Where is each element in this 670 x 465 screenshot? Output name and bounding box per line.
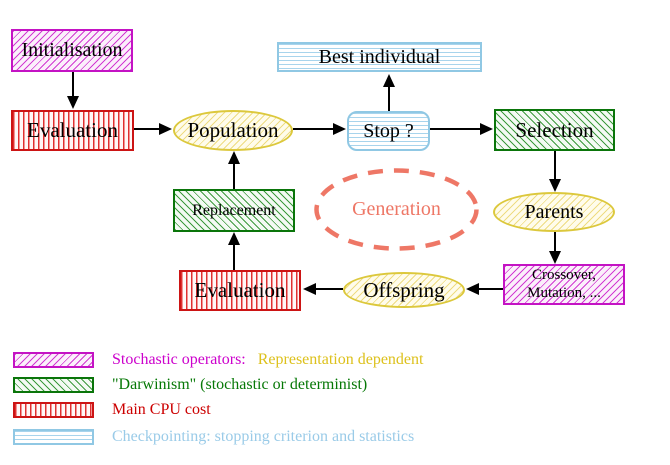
arrow-offspring-to-evaluation-head <box>303 283 316 295</box>
generation-dashed-ellipse <box>314 168 479 251</box>
arrow-selection-to-parents-line <box>554 151 556 180</box>
arrow-crossover-to-offspring-head <box>466 283 479 295</box>
node-crossover-line2: Mutation, ... <box>527 284 601 301</box>
node-crossover-mutation: Crossover, Mutation, ... <box>503 264 625 305</box>
arrow-replacement-to-population-line <box>233 163 235 189</box>
arrow-selection-to-parents-head <box>549 179 561 192</box>
node-population-label: Population <box>187 118 279 142</box>
arrow-stop-to-selection-line <box>430 128 482 130</box>
legend-swatch-magenta-hatch <box>13 352 94 368</box>
arrow-evaluation-to-replacement-head <box>228 232 240 245</box>
node-offspring: Offspring <box>343 272 465 308</box>
arrow-parents-to-crossover-line <box>554 232 556 252</box>
legend-label-cpu-cost: Main CPU cost <box>112 401 211 418</box>
node-evaluation-bottom: Evaluation <box>179 270 301 311</box>
node-evaluation-top-label: Evaluation <box>27 118 118 142</box>
arrow-offspring-to-evaluation-line <box>315 288 343 290</box>
node-generation-label: Generation <box>352 198 441 220</box>
arrow-evaluation-to-replacement-line <box>233 244 235 270</box>
node-best-individual-label: Best individual <box>318 45 441 68</box>
legend-row-cpu-cost: Main CPU cost <box>13 401 211 419</box>
arrow-replacement-to-population-head <box>228 151 240 164</box>
legend-label-representation: Representation dependent <box>257 351 424 368</box>
arrow-stop-to-best-line <box>388 86 390 111</box>
legend-row-stochastic: Stochastic operators: Representation dep… <box>13 351 423 369</box>
node-evaluation-bottom-label: Evaluation <box>194 278 286 302</box>
arrow-evaluation-to-population-line <box>134 128 161 130</box>
node-stop: Stop ? <box>347 111 430 151</box>
arrow-parents-to-crossover-head <box>549 251 561 264</box>
node-replacement: Replacement <box>173 189 295 232</box>
node-parents-label: Parents <box>524 200 584 223</box>
arrow-stop-to-best-head <box>383 74 395 87</box>
arrow-population-to-stop-head <box>333 123 346 135</box>
node-selection-label: Selection <box>515 117 594 142</box>
legend-label-checkpointing: Checkpointing: stopping criterion and st… <box>112 428 415 445</box>
legend-row-darwinism: "Darwinism" (stochastic or determinist) <box>13 376 367 394</box>
legend-label-stochastic: Stochastic operators: <box>112 351 246 368</box>
node-initialisation: Initialisation <box>11 29 133 72</box>
node-crossover-line1: Crossover, <box>532 267 596 284</box>
node-stop-label: Stop ? <box>363 119 414 142</box>
legend-row-checkpointing: Checkpointing: stopping criterion and st… <box>13 428 414 446</box>
node-replacement-label: Replacement <box>192 201 276 219</box>
node-offspring-label: Offspring <box>363 277 445 302</box>
arrow-stop-to-selection-head <box>480 123 493 135</box>
legend-label-darwinism: "Darwinism" (stochastic or determinist) <box>112 376 368 393</box>
arrow-init-to-evaluation-head <box>67 96 79 109</box>
node-parents: Parents <box>493 192 615 232</box>
node-generation: Generation <box>313 167 480 252</box>
arrow-init-to-evaluation-line <box>72 72 74 97</box>
node-initialisation-label: Initialisation <box>21 39 123 61</box>
node-evaluation-top: Evaluation <box>11 110 134 151</box>
node-population: Population <box>173 110 293 151</box>
legend-swatch-green-hatch <box>13 377 94 393</box>
arrow-crossover-to-offspring-line <box>478 288 503 290</box>
node-best-individual: Best individual <box>277 42 482 72</box>
arrow-evaluation-to-population-head <box>159 123 172 135</box>
legend-swatch-cyan-lines <box>13 429 94 445</box>
arrow-population-to-stop-line <box>293 128 335 130</box>
legend-swatch-red-stripes <box>13 402 94 418</box>
node-selection: Selection <box>494 109 615 151</box>
